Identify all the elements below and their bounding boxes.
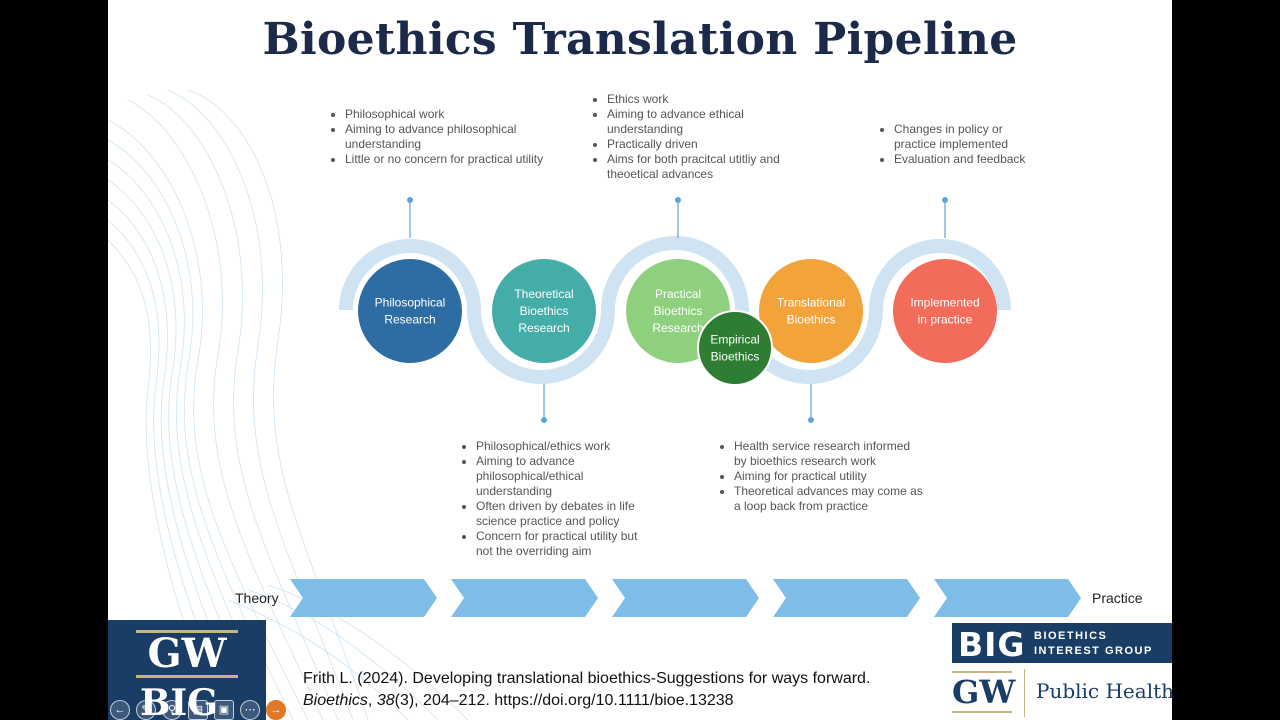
- gw-logo-text: GW: [136, 630, 238, 678]
- callout-item: Aiming to advance philosophical/ethical …: [476, 454, 656, 499]
- callout-item: Aiming for practical utility: [734, 469, 924, 484]
- captions-icon[interactable]: ▤: [188, 700, 208, 720]
- callout-theoretical: Philosophical/ethics work Aiming to adva…: [448, 439, 656, 559]
- big-banner: BIG BIOETHICS INTEREST GROUP: [952, 623, 1172, 664]
- callout-implemented: Changes in policy or practice implemente…: [866, 122, 1044, 167]
- stage-circle-theoretical: [492, 259, 596, 363]
- connector-dot: [808, 417, 814, 423]
- stage-label-implemented: Implemented: [910, 296, 979, 310]
- stage-label-practical: Research: [652, 321, 703, 335]
- presentation-controls: ← ✎ ⚲ ▤ ▣ ⋯ →: [108, 698, 293, 720]
- connector-dot: [675, 197, 681, 203]
- page-title: Bioethics Translation Pipeline: [262, 14, 1018, 65]
- callout-item: Changes in policy or practice implemente…: [894, 122, 1044, 152]
- stage-label-theoretical: Theoretical: [514, 287, 573, 301]
- citation-volume: 38: [376, 692, 395, 709]
- big-public-health-logo: BIG BIOETHICS INTEREST GROUP GW Public H…: [952, 623, 1172, 720]
- axis-start-label: Theory: [235, 590, 279, 606]
- screen-icon[interactable]: ▣: [214, 700, 234, 720]
- stage-label-empirical: Bioethics: [711, 350, 760, 364]
- stage-label-philosophical: Philosophical: [375, 296, 446, 310]
- pipeline-arc: [339, 236, 1011, 384]
- callout-item: Health service research informed by bioe…: [734, 439, 924, 469]
- connector-dot: [541, 417, 547, 423]
- chevron-arrow: [451, 579, 598, 617]
- chevron-arrow: [934, 579, 1081, 617]
- citation-comma: ,: [367, 692, 377, 709]
- zoom-icon[interactable]: ⚲: [162, 700, 182, 720]
- big-subtitle: BIOETHICS INTEREST GROUP: [1034, 629, 1153, 659]
- callout-practical: Ethics work Aiming to advance ethical un…: [579, 92, 797, 182]
- citation-prefix: Frith L. (2024). Developing translationa…: [303, 670, 871, 687]
- next-icon[interactable]: →: [266, 700, 286, 720]
- stage-label-practical: Practical: [655, 287, 701, 301]
- callout-philosophical: Philosophical work Aiming to advance phi…: [317, 107, 545, 167]
- citation-rest: (3), 204–212. https://doi.org/10.1111/bi…: [394, 692, 734, 709]
- callout-item: Practically driven: [607, 137, 797, 152]
- callout-item: Little or no concern for practical utili…: [345, 152, 545, 167]
- callout-item: Philosophical/ethics work: [476, 439, 656, 454]
- callout-item: Ethics work: [607, 92, 797, 107]
- callout-item: Evaluation and feedback: [894, 152, 1044, 167]
- axis-end-label: Practice: [1092, 590, 1143, 606]
- chevron-arrow: [612, 579, 759, 617]
- stage-circle-empirical: [697, 310, 773, 386]
- stage-label-empirical: Empirical: [710, 333, 759, 347]
- chevron-arrow: [773, 579, 920, 617]
- citation-journal: Bioethics: [303, 692, 368, 709]
- more-icon[interactable]: ⋯: [240, 700, 260, 720]
- stage-label-implemented: in practice: [918, 313, 973, 327]
- stage-circle-translational: [759, 259, 863, 363]
- callout-item: Aiming to advance ethical understanding: [607, 107, 797, 137]
- stage-label-theoretical: Research: [518, 321, 569, 335]
- slide: Bioethics Translation Pipeline Philosoph…: [108, 0, 1172, 720]
- chevron-arrow: [290, 579, 437, 617]
- connector-dot: [407, 197, 413, 203]
- callout-item: Theoretical advances may come as a loop …: [734, 484, 924, 514]
- prev-icon[interactable]: ←: [110, 700, 130, 720]
- big-subtitle-line: BIOETHICS: [1034, 630, 1108, 642]
- connector-dot: [942, 197, 948, 203]
- callout-item: Often driven by debates in life science …: [476, 499, 656, 529]
- gw-logo-text: GW: [952, 671, 1016, 713]
- stage-label-translational: Bioethics: [787, 313, 836, 327]
- stage-circle-implemented: [893, 259, 997, 363]
- stage-label-practical: Bioethics: [654, 304, 703, 318]
- callout-item: Aims for both pracitcal utitliy and theo…: [607, 152, 797, 182]
- callout-item: Concern for practical utility but not th…: [476, 529, 656, 559]
- stage-label-translational: Translational: [777, 296, 845, 310]
- big-subtitle-line: INTEREST GROUP: [1034, 645, 1153, 657]
- callout-item: Philosophical work: [345, 107, 545, 122]
- callout-translational: Health service research informed by bioe…: [706, 439, 924, 514]
- gw-big-logo: GW BIG: [108, 620, 266, 720]
- stage-label-philosophical: Research: [384, 313, 435, 327]
- public-health-text: Public Health: [1036, 679, 1172, 703]
- stage-circle-philosophical: [358, 259, 462, 363]
- callout-item: Aiming to advance philosophical understa…: [345, 122, 545, 152]
- decorative-wave-lines: [108, 89, 469, 720]
- citation: Frith L. (2024). Developing translationa…: [303, 668, 923, 712]
- stage-label-theoretical: Bioethics: [520, 304, 569, 318]
- pen-icon[interactable]: ✎: [136, 700, 156, 720]
- big-wordmark: BIG: [958, 625, 1026, 664]
- logo-divider: [1024, 669, 1025, 717]
